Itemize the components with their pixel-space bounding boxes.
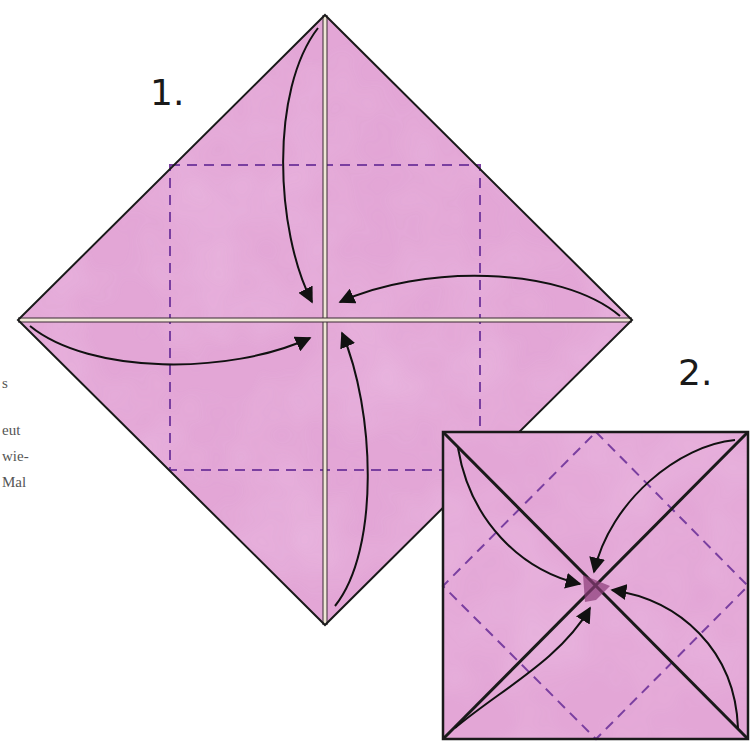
fold-line	[443, 432, 748, 739]
fold-arrow	[455, 440, 738, 728]
step-number: 2.	[678, 352, 712, 393]
body-text-fragment: eut	[2, 423, 20, 438]
step-number: 1.	[150, 72, 184, 113]
body-text-fragment: Mal	[2, 475, 26, 490]
body-text-fragment: s	[2, 376, 8, 391]
body-text-fragment: wie-	[2, 449, 29, 464]
step-two-paper	[443, 432, 750, 741]
